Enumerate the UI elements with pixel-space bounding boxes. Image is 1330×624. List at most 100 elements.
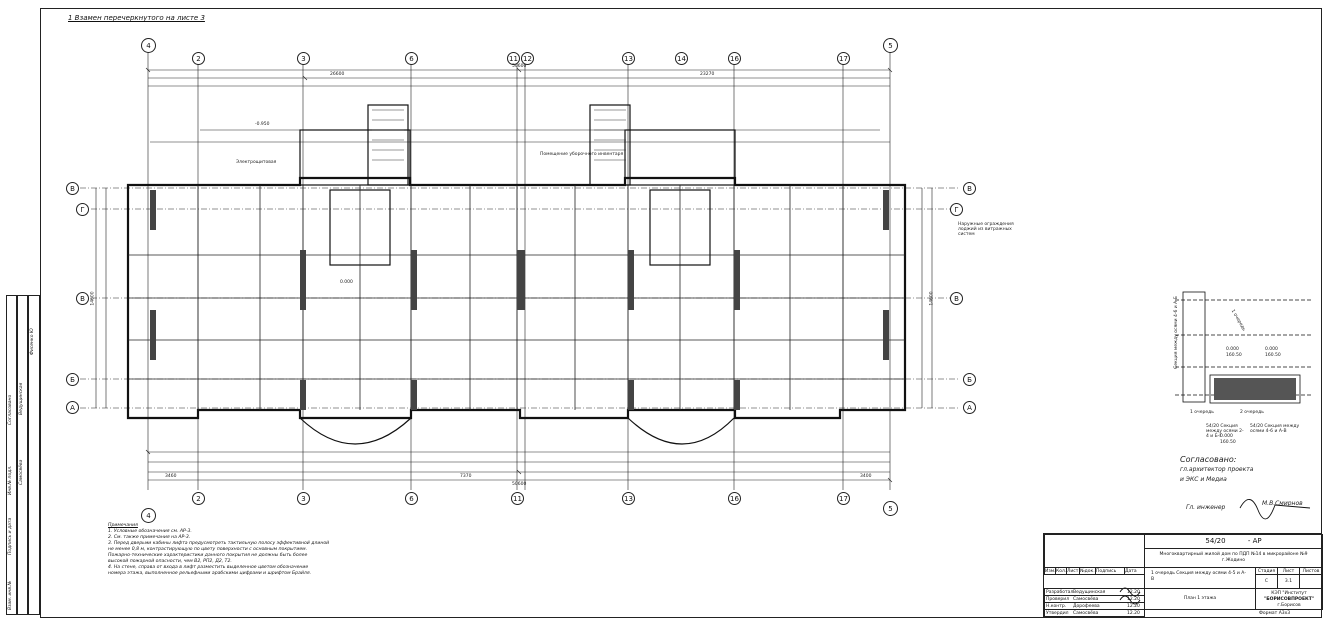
header-note: 1 Взамен перечеркнутого на листе 3: [68, 14, 205, 22]
notes-block: Примечания 1. Условные обозначения см. А…: [108, 523, 488, 577]
key-plan-elev1b: 160.50: [1226, 353, 1242, 358]
dim-bottom-total: 50600: [512, 482, 527, 487]
key-plan-elev3b: 160.50: [1220, 440, 1236, 445]
axis-left-a: А: [66, 401, 79, 414]
stamp-role: Н.контр.: [1046, 604, 1067, 609]
key-plan-section-b: 54/20 Секция между осями 4-6 и А-В: [1250, 424, 1300, 434]
key-plan-section-a: 54/20 Секция между осями 2-4 и Б-Г: [1206, 424, 1244, 439]
stamp-role-date: 12.20: [1127, 611, 1140, 616]
axis-bottom-13: 13: [622, 492, 635, 505]
axis-top-3: 3: [297, 52, 310, 65]
note-item: 3. Перед дверьми кабины лифта предусмотр…: [108, 541, 330, 546]
axis-bottom-6: 6: [405, 492, 418, 505]
axis-bottom-5: 5: [883, 501, 898, 516]
axis-bottom-17: 17: [837, 492, 850, 505]
note-item: не менее 0,8 м, контрастирующую по цвету…: [108, 547, 308, 552]
axis-top-2: 2: [192, 52, 205, 65]
stamp-role-date: 12.20: [1127, 604, 1140, 609]
key-plan-elev2: 0.000: [1265, 347, 1278, 352]
axis-top-5: 5: [883, 38, 898, 53]
dim-bottom-mid: 7370: [460, 474, 472, 479]
key-plan-elev3: 0.000: [1220, 434, 1233, 439]
axis-top-16: 16: [728, 52, 741, 65]
key-plan-side-text: Секция между осями 4-6 и А-Б: [1173, 296, 1179, 369]
strip-col-1: [6, 295, 17, 615]
approval-line-3: и ЭКС и Медиа: [1180, 476, 1227, 483]
strip-col-3: [28, 295, 40, 615]
axis-bottom-16: 16: [728, 492, 741, 505]
axis-left-v2: В: [76, 292, 89, 305]
dim-overall-total: 50600: [512, 64, 527, 69]
axis-left-v1: В: [66, 182, 79, 195]
axis-bottom-2: 2: [192, 492, 205, 505]
dim-bottom-right: 3400: [860, 474, 872, 479]
sheet-frame: [40, 8, 1322, 618]
dim-bottom-left: 3460: [165, 474, 177, 479]
stamp-section: 1 очередь Секция между осями 4-5 и А-В: [1151, 571, 1246, 582]
stamp-code-cell: 54/20 - АР: [1144, 534, 1323, 549]
title-block: 54/20 - АР Многоквартирный жилой дом по …: [1043, 533, 1323, 618]
stamp-empty-rows: [1044, 534, 1145, 568]
key-plan-label-b: 2 очередь: [1240, 410, 1264, 415]
stamp-org-line-1: КЭП "Институт: [1271, 591, 1307, 596]
axis-top-6: 6: [405, 52, 418, 65]
note-item: 2. См. также примечания на АР-3.: [108, 535, 191, 540]
note-item: 4. На стене, справа от входа в лифт разм…: [108, 565, 309, 570]
axis-right-g: Г: [950, 203, 963, 216]
strip-value-2: Фисенко Ю: [30, 328, 35, 355]
right-callout: Наружные ограждения лоджий из витражных …: [958, 222, 1014, 237]
note-item: высокой пожарной опасности, чем В2, РП2,…: [108, 559, 232, 564]
stamp-sheet-name-cell: План 1 этажа: [1144, 588, 1256, 610]
key-plan-label-a: 1 очередь: [1190, 410, 1214, 415]
stamp-org-cell: КЭП "Институт "БОРИСОВПРОЕКТ" г.Борисов: [1255, 588, 1323, 610]
strip-value-1: Ведущинская: [19, 382, 24, 415]
approval-block: Согласовано: гл.архитектор проекта и ЭКС…: [1180, 455, 1253, 485]
strip-label-approved: Согласовано: [8, 394, 13, 425]
axis-top-12: 12: [521, 52, 534, 65]
stamp-role-row: Утвердил Самосвёва 12.20: [1044, 609, 1145, 617]
stamp-format: Формат А3х3: [1259, 611, 1291, 616]
stamp-org-line-2: "БОРИСОВПРОЕКТ": [1263, 597, 1315, 602]
dim-overall-left: 26600: [330, 72, 345, 77]
axis-right-b: Б: [963, 373, 976, 386]
stamp-role: Утвердил: [1046, 611, 1069, 616]
axis-bottom-11: 11: [511, 492, 524, 505]
dim-left-vertical: 14600: [90, 291, 96, 306]
stamp-col-doc: №док.: [1079, 567, 1096, 575]
stamp-code-suffix: - АР: [1247, 537, 1262, 545]
axis-top-11: 11: [507, 52, 520, 65]
stamp-role-name: Ведущинская: [1073, 590, 1106, 595]
axis-top-4: 4: [141, 38, 156, 53]
axis-left-b: Б: [66, 373, 79, 386]
strip-value-3: Самосвёва: [19, 459, 24, 485]
stamp-role-name: Самосвёва: [1073, 597, 1099, 602]
stamp-col-list: Лист: [1066, 567, 1080, 575]
approval-line-1: Согласовано:: [1180, 455, 1237, 464]
left-approval-strip: Согласовано Инв.№ подл. Подпись и дата В…: [6, 295, 40, 615]
axis-top-13: 13: [622, 52, 635, 65]
strip-label-sign-date: Подпись и дата: [8, 517, 13, 555]
stamp-role-date: 12.20: [1127, 597, 1140, 602]
stamp-project: Многоквартирный жилой дом по ПДП №14 в м…: [1159, 552, 1308, 563]
stamp-sheets: [1299, 574, 1323, 589]
key-plan-elev1: 0.000: [1226, 347, 1239, 352]
approval-signer: Гл. инженер: [1186, 504, 1226, 511]
stamp-role: Проверил: [1046, 597, 1070, 602]
stamp-code: 54/20: [1205, 537, 1226, 545]
note-item: номера этажа, выполненное рельефными ара…: [108, 571, 312, 576]
strip-label-replace: Взам. инв.№: [8, 580, 13, 610]
strip-col-2: [17, 295, 28, 615]
approval-line-2: гл.архитектор проекта: [1180, 466, 1254, 473]
stamp-role-name: Дорофеева: [1073, 604, 1100, 609]
dim-right-vertical: 14600: [929, 291, 935, 306]
stamp-org-line-3: г.Борисов: [1277, 603, 1301, 608]
stamp-stage: С: [1255, 574, 1278, 589]
key-plan-elev2b: 160.50: [1265, 353, 1281, 358]
stamp-role-name: Самосвёва: [1073, 611, 1099, 616]
stamp-sheet: 3.1: [1277, 574, 1300, 589]
axis-right-v1: В: [963, 182, 976, 195]
axis-top-17: 17: [837, 52, 850, 65]
note-item: Пожарно-технические характеристики данно…: [108, 553, 308, 558]
